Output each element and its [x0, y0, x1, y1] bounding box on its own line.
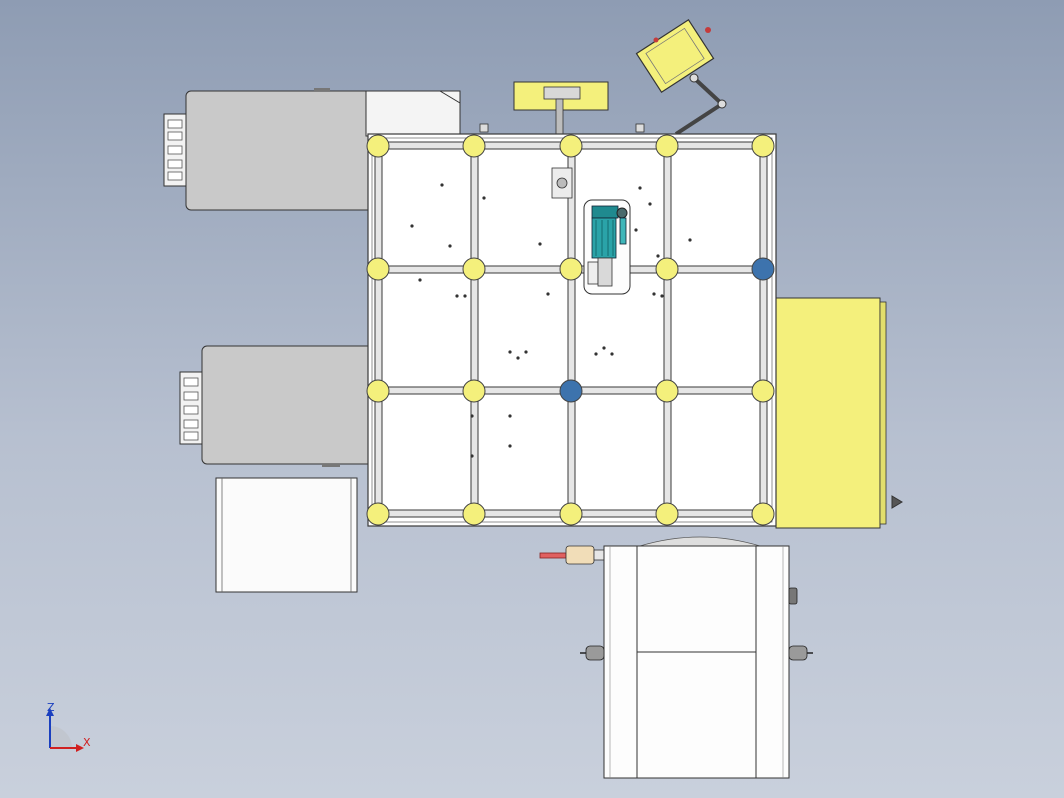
- joint: [366, 379, 390, 403]
- tank-handle-right: [788, 645, 813, 661]
- z-axis-label: Z: [47, 701, 55, 714]
- frame-joints: [366, 134, 775, 526]
- enclosure[interactable]: [215, 477, 358, 593]
- top-bracket[interactable]: [513, 81, 609, 138]
- joint: [751, 502, 775, 526]
- orientation-triad: Z X: [46, 701, 91, 752]
- joint: [655, 134, 679, 158]
- joint: [559, 379, 583, 403]
- side-panel[interactable]: [775, 297, 903, 529]
- mounting-holes: [410, 183, 692, 458]
- joint: [655, 257, 679, 281]
- joint: [751, 134, 775, 158]
- articulated-arm[interactable]: [674, 73, 727, 136]
- joint: [559, 502, 583, 526]
- joint: [462, 502, 486, 526]
- control-box[interactable]: [635, 18, 715, 94]
- base-tank[interactable]: [580, 536, 813, 779]
- cabinet-lower[interactable]: [179, 345, 377, 467]
- joint: [751, 257, 775, 281]
- tank-handle-left: [580, 645, 605, 661]
- joint: [366, 134, 390, 158]
- joint: [751, 379, 775, 403]
- cabinet-upper[interactable]: [163, 88, 461, 211]
- joint: [462, 134, 486, 158]
- joint: [462, 257, 486, 281]
- joint: [655, 502, 679, 526]
- joint: [366, 257, 390, 281]
- motor[interactable]: [583, 199, 631, 295]
- bearing-block: [479, 123, 645, 199]
- joint: [655, 379, 679, 403]
- valve[interactable]: [539, 545, 605, 565]
- joint: [559, 134, 583, 158]
- x-axis-label: X: [83, 736, 91, 749]
- joint: [462, 379, 486, 403]
- joint: [366, 502, 390, 526]
- joint: [559, 257, 583, 281]
